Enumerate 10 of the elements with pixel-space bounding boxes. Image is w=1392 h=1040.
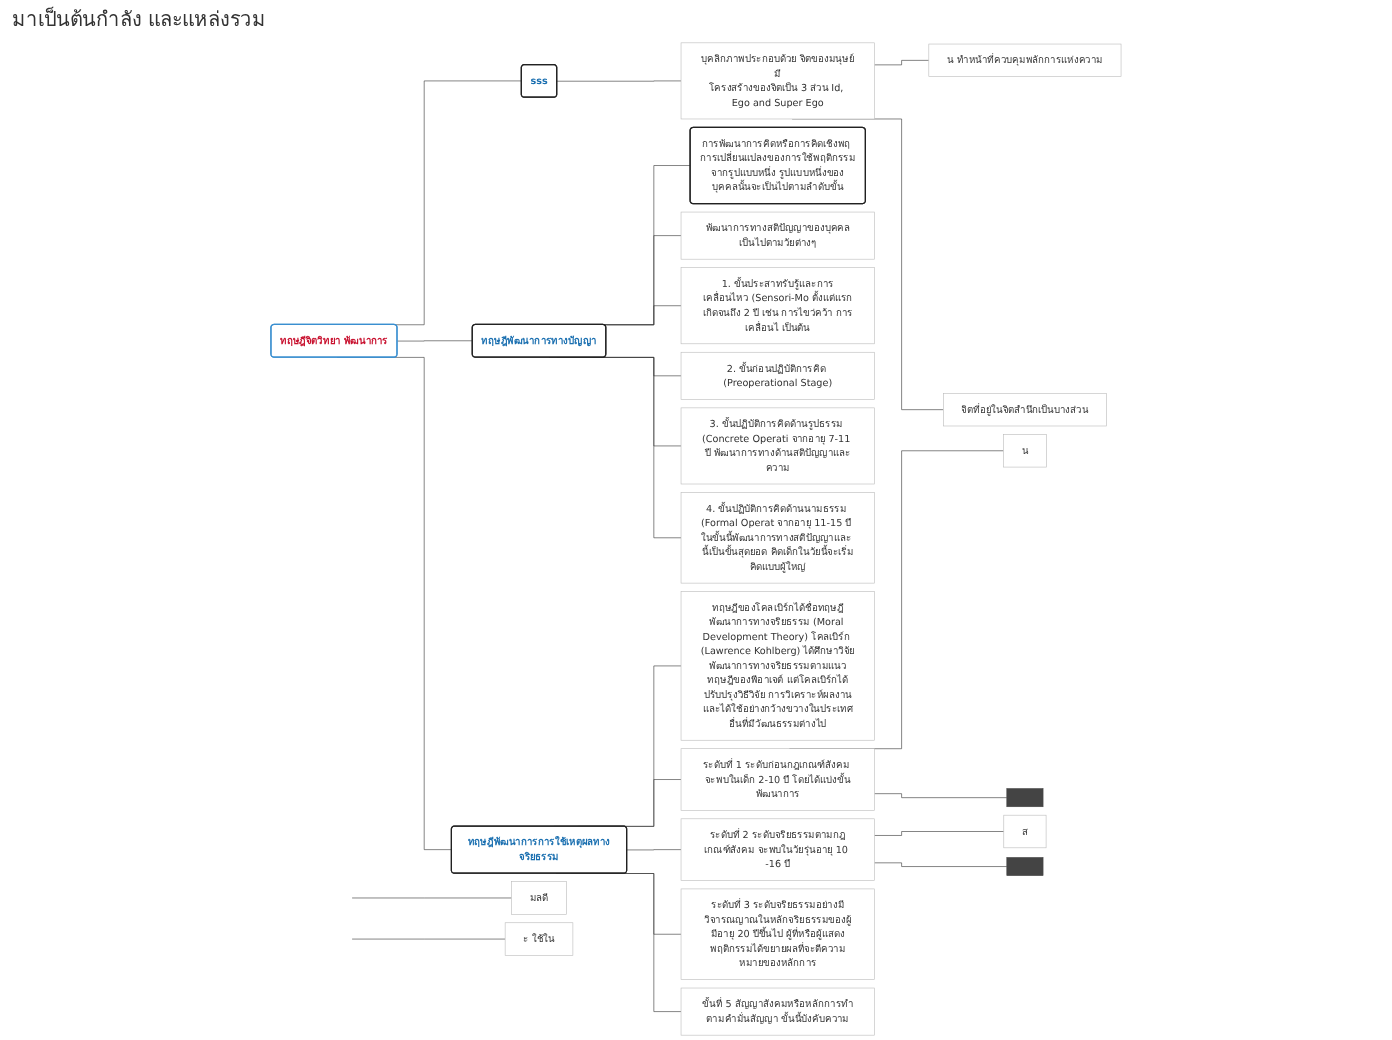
connector [397,340,473,342]
connector [874,793,1008,798]
connector [556,80,682,82]
connector [874,60,930,66]
connector [874,862,1008,867]
node-bar [1006,857,1044,876]
note-text: มาเป็นต้นกำลัง และแหล่งรวม [12,4,269,34]
node-bar [1006,788,1044,807]
connector [874,831,1005,836]
connector [626,849,682,851]
